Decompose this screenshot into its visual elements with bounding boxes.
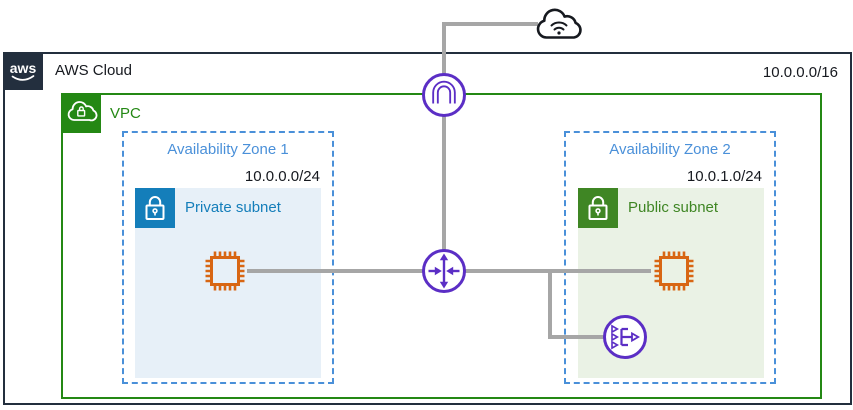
vpc-lock-body [77, 109, 86, 117]
ec2-instance-private-icon [201, 247, 249, 295]
availability-zone-2-group: Availability Zone 2 10.0.1.0/24 [564, 131, 776, 384]
nat-out-arrow [631, 331, 640, 343]
internet-cloud-icon [533, 5, 587, 43]
gateway-arch-inner [434, 82, 454, 104]
chip-body [659, 256, 689, 286]
vpc-lock-shackle [78, 106, 84, 111]
cloud-outline [536, 8, 582, 39]
availability-zone-1-label: Availability Zone 1 [167, 141, 289, 158]
public-subnet-icon [578, 188, 618, 228]
gateway-circle [422, 73, 466, 117]
padlock-body [145, 204, 165, 220]
aws-cloud-label: AWS Cloud [55, 62, 132, 79]
router-arrow-left-in [446, 266, 454, 276]
private-subnet-label: Private subnet [185, 199, 281, 216]
availability-zone-1-group: Availability Zone 1 10.0.0.0/24 [122, 131, 334, 384]
padlock-keyhole [595, 208, 601, 214]
nat-merge-lines [620, 327, 632, 347]
chip-body [210, 256, 240, 286]
vpc-cidr-16-label: 10.0.0.0/16 [762, 64, 838, 81]
aws-logo-text: aws [10, 60, 37, 76]
vpc-icon [61, 93, 101, 133]
availability-zone-2-label: Availability Zone 2 [609, 141, 731, 158]
chip-pins [654, 251, 694, 291]
aws-cloud-group [3, 52, 852, 405]
internet-gateway-icon [420, 71, 468, 119]
ec2-instance-public-icon [650, 247, 698, 295]
chip-pins [205, 251, 245, 291]
vpc-label: VPC [110, 105, 141, 122]
padlock-shackle [591, 196, 605, 206]
public-subnet-label: Public subnet [628, 199, 719, 216]
router-icon [420, 247, 468, 295]
aws-smile-swoosh [11, 75, 35, 81]
wifi-waves [550, 21, 568, 31]
nat-in-arrows [611, 324, 620, 350]
line-internet-to-gateway [442, 22, 538, 271]
router-arrow-up [439, 253, 449, 261]
router-arrow-right-in [434, 266, 442, 276]
padlock-shackle [148, 196, 162, 206]
padlock-body [588, 204, 608, 220]
availability-zone-2-cidr: 10.0.1.0/24 [686, 168, 762, 185]
wifi-dot [557, 31, 561, 35]
router-arrow-down [439, 281, 449, 289]
aws-logo: aws [3, 52, 43, 90]
padlock-keyhole [152, 208, 158, 214]
line-branch-to-nat [548, 271, 606, 339]
private-subnet-icon [135, 188, 175, 228]
nat-gateway-icon [601, 313, 649, 361]
vpc-cloud-shape [67, 101, 98, 122]
availability-zone-1-cidr: 10.0.0.0/24 [244, 168, 320, 185]
